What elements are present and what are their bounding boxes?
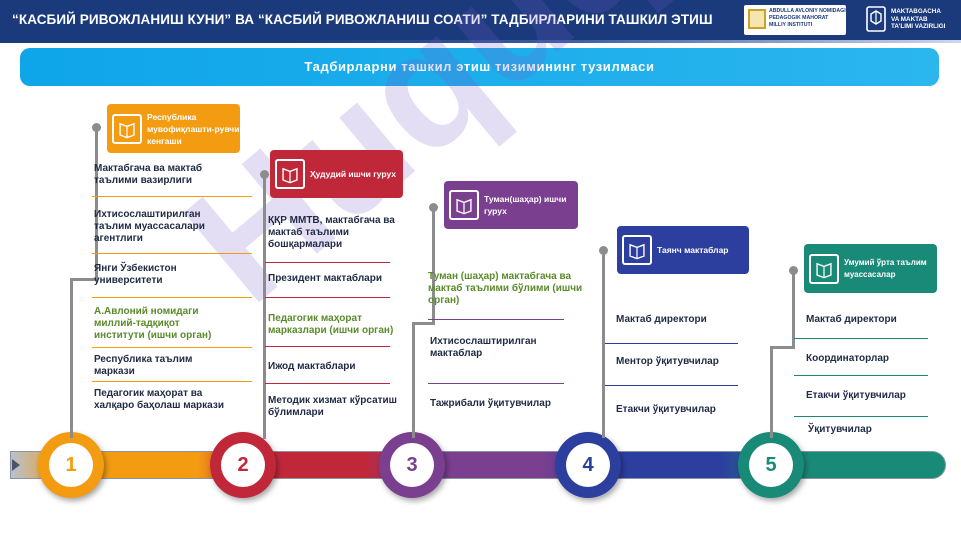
- stage-number: 3: [390, 443, 434, 487]
- stem-dot: [789, 266, 798, 275]
- book-icon: [622, 235, 652, 265]
- item-divider: [428, 383, 564, 384]
- item-divider: [92, 253, 252, 254]
- item-divider: [794, 375, 928, 376]
- category-label: Таянч мактаблар: [657, 245, 729, 255]
- list-item: Мактаб директори: [806, 314, 897, 325]
- list-item: Республика таълим маркази: [94, 354, 193, 377]
- list-item: Ихтисослаштирилган таълим муассасалари а…: [94, 209, 205, 244]
- list-item: Мактаб директори: [616, 314, 707, 325]
- header-stripe: [0, 40, 961, 43]
- item-divider: [92, 381, 252, 382]
- item-divider: [794, 416, 928, 417]
- stem-line: [95, 130, 98, 280]
- list-item: Ихтисослаштирилган мактаблар: [430, 336, 537, 359]
- item-divider: [92, 196, 252, 197]
- stage-number-badge-2: 2: [210, 432, 276, 498]
- list-item: Педагогик маҳорат ва халқаро баҳолаш мар…: [94, 388, 224, 411]
- subtitle-bar: Тадбирларни ташкил этиш тизимининг тузил…: [20, 48, 939, 86]
- item-divider: [428, 319, 564, 320]
- logo-right-line: MAKTABGACHA: [891, 8, 941, 15]
- category-box-base-schools: Таянч мактаблар: [617, 226, 749, 274]
- list-item: ҚҚР ММТВ, мактабгача ва мактаб таълими б…: [268, 215, 395, 250]
- stem-line: [770, 346, 773, 438]
- category-box-regional-group: Ҳудудий ишчи гурух: [270, 150, 403, 198]
- stem-line: [70, 278, 98, 281]
- ministry-emblem-icon: [866, 6, 886, 32]
- list-item: Ментор ўқитувчилар: [616, 356, 719, 367]
- list-item: Туман (шаҳар) мактабгача ва мактаб таъли…: [428, 271, 583, 306]
- stage-number: 2: [221, 443, 265, 487]
- stem-line: [792, 273, 795, 348]
- book-icon: [112, 113, 142, 144]
- category-label: Умумий ўрта таълим муассасалар: [844, 257, 927, 279]
- list-item: Етакчи ўқитувчилар: [616, 404, 716, 415]
- item-divider: [265, 262, 390, 263]
- item-divider: [605, 343, 738, 344]
- stem-line: [70, 278, 73, 438]
- list-item: А.Авлоний номидаги миллий-тадқиқот инсти…: [94, 306, 212, 341]
- stem-line: [263, 177, 266, 439]
- item-divider: [265, 297, 390, 298]
- institute-logo: ABDULLA AVLONIY NOMIDAGI PEDAGOGIK MAHOR…: [744, 5, 846, 35]
- stage-number: 4: [566, 443, 610, 487]
- stem-dot: [599, 246, 608, 255]
- stage-number-badge-1: 1: [38, 432, 104, 498]
- list-item: Мактабгача ва мактаб таълими вазирлиги: [94, 163, 203, 186]
- logo-right-line: TA'LIMI VAZIRLIGI: [891, 23, 946, 30]
- book-icon: [809, 253, 839, 284]
- stage-number: 1: [49, 443, 93, 487]
- list-item: Методик хизмат кўрсатиш бўлимлари: [268, 395, 398, 418]
- category-label: Республика мувофиқлашти-рувчи кенгаши: [147, 111, 240, 146]
- category-box-republic-council: Республика мувофиқлашти-рувчи кенгаши: [107, 104, 240, 153]
- ministry-logo-text: MAKTABGACHA VA MAKTAB TA'LIMI VAZIRLIGI: [891, 8, 945, 31]
- logo-left-line: ABDULLA AVLONIY NOMIDAGI: [769, 8, 846, 14]
- subtitle-text: Тадбирларни ташкил этиш тизимининг тузил…: [304, 59, 655, 74]
- list-item: Етакчи ўқитувчилар: [806, 390, 906, 401]
- stage-number-badge-4: 4: [555, 432, 621, 498]
- item-divider: [605, 385, 738, 386]
- stem-line: [412, 322, 415, 438]
- stem-line: [432, 210, 435, 325]
- list-item: Тажрибали ўқитувчилар: [430, 398, 551, 409]
- stage-number-badge-3: 3: [379, 432, 445, 498]
- logo-left-line: MILLIY INSTITUTI: [769, 22, 813, 28]
- stage-number: 5: [749, 443, 793, 487]
- book-icon: [275, 159, 305, 189]
- logo-right-line: VA MAKTAB: [891, 15, 928, 23]
- list-item: Ўқитувчилар: [808, 424, 872, 435]
- list-item: Президент мактаблари: [268, 273, 382, 284]
- list-item: Ижод мактаблари: [268, 361, 356, 372]
- page-title: “КАСБИЙ РИВОЖЛАНИШ КУНИ” ВА “КАСБИЙ РИВО…: [12, 12, 713, 27]
- book-icon: [449, 190, 479, 220]
- stem-dot: [429, 203, 438, 212]
- stem-dot: [260, 170, 269, 179]
- stem-line: [602, 253, 605, 438]
- list-item: Координаторлар: [806, 353, 890, 364]
- stem-line: [770, 346, 795, 349]
- logo-left-line: PEDAGOGIK MAHORAT: [769, 15, 829, 21]
- item-divider: [92, 347, 252, 348]
- list-item: Янги Ўзбекистон университети: [94, 263, 177, 286]
- item-divider: [265, 383, 390, 384]
- stage-number-badge-5: 5: [738, 432, 804, 498]
- timeline-arrow-icon: [12, 459, 20, 471]
- item-divider: [92, 297, 252, 298]
- item-divider: [794, 338, 928, 339]
- category-label: Туман(шаҳар) ишчи гурух: [484, 194, 567, 216]
- stem-line: [412, 322, 435, 325]
- category-box-general-schools: Умумий ўрта таълим муассасалар: [804, 244, 937, 293]
- category-label: Ҳудудий ишчи гурух: [310, 169, 397, 179]
- item-divider: [265, 346, 390, 347]
- institute-emblem-icon: [748, 9, 766, 29]
- list-item: Педагогик маҳорат марказлари (ишчи орган…: [268, 313, 394, 336]
- stem-dot: [92, 123, 101, 132]
- timeline-track: [10, 451, 946, 479]
- category-box-district-group: Туман(шаҳар) ишчи гурух: [444, 181, 578, 229]
